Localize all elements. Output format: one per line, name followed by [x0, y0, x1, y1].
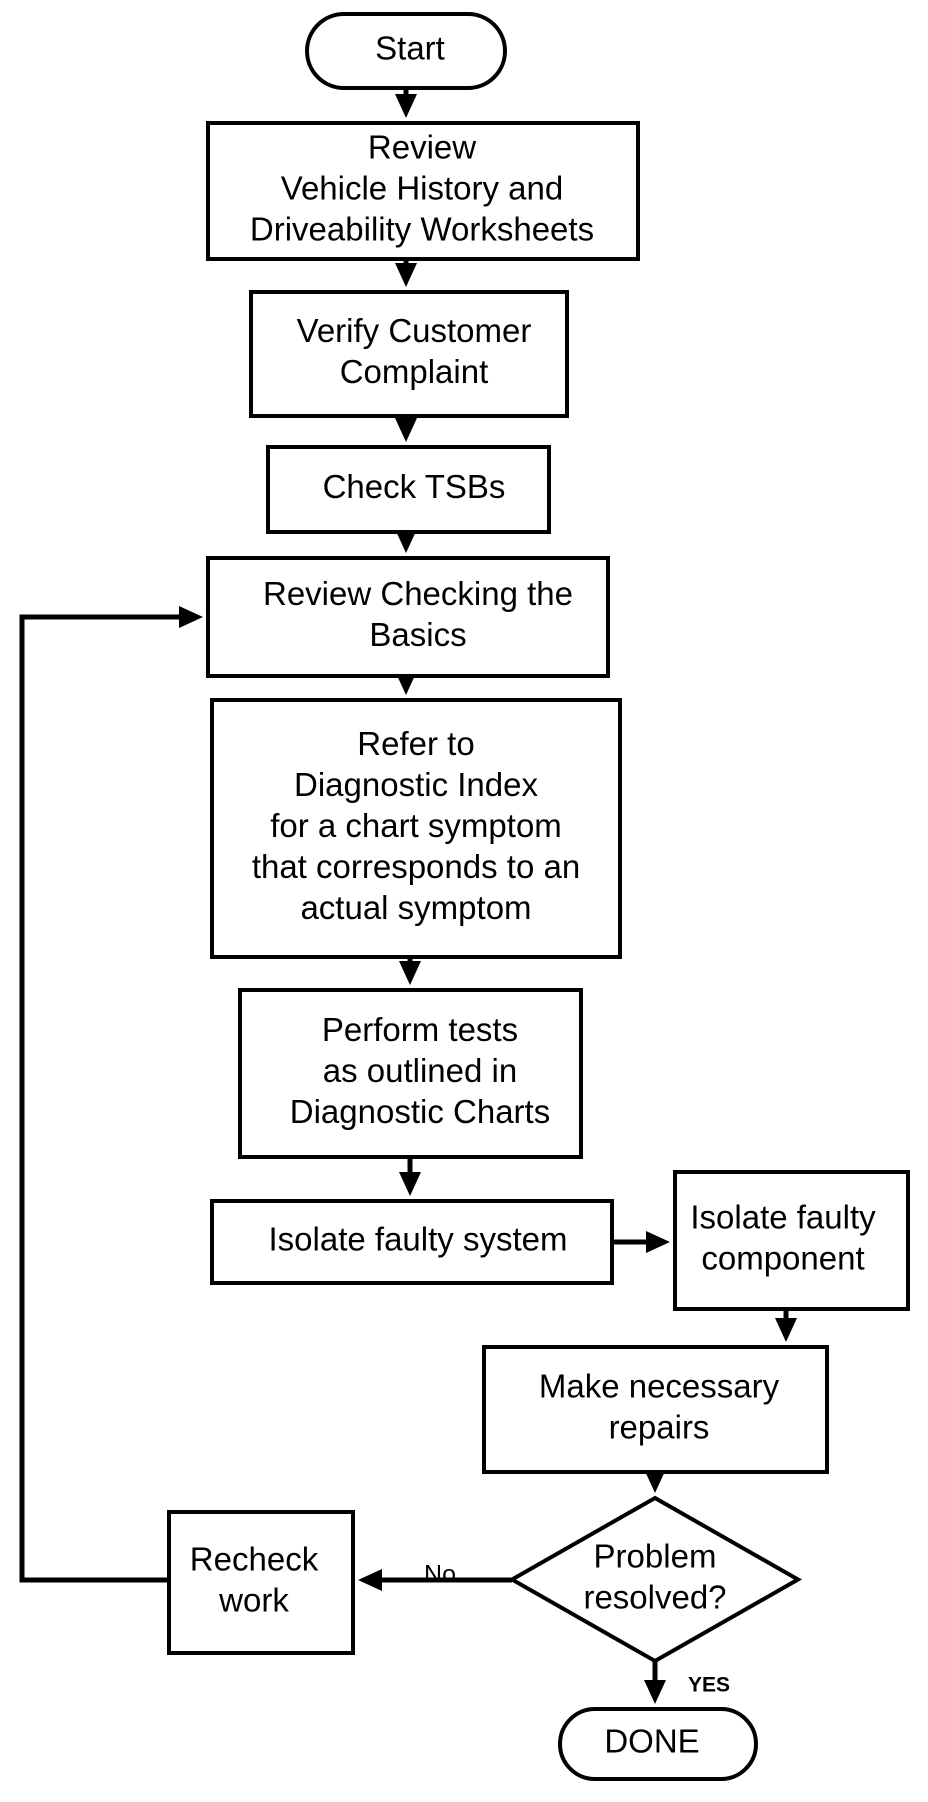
connector-line	[19, 614, 181, 1583]
node-label-line: work	[218, 1582, 289, 1619]
node-label-line: Diagnostic Index	[294, 766, 538, 803]
terminal-shape	[558, 1707, 758, 1781]
node-label-line: component	[701, 1240, 864, 1277]
node-check-tsbs: Check TSBs	[266, 445, 551, 534]
node-done: DONE	[558, 1707, 758, 1781]
connector-problem-resolved-to-done	[644, 1661, 666, 1704]
process-box	[266, 445, 551, 534]
node-label-line: Review Checking the	[263, 575, 573, 612]
process-box	[206, 121, 640, 261]
arrowhead	[775, 1318, 797, 1342]
connector-verify-complaint-to-check-tsbs	[395, 416, 417, 442]
node-label-line: Make necessary	[539, 1368, 780, 1405]
node-diagnostic-index: Refer to Diagnostic Index for a chart symp…	[210, 698, 622, 959]
arrowhead	[358, 1569, 382, 1591]
decision-diamond	[507, 1495, 803, 1664]
node-label-line: Verify Customer	[297, 312, 532, 349]
arrowhead	[395, 263, 417, 287]
node-label-line: Diagnostic Charts	[290, 1093, 550, 1130]
node-label-line: Refer to	[357, 725, 474, 762]
node-label-line: actual symptom	[300, 889, 531, 926]
node-label-line: that corresponds to an	[252, 848, 580, 885]
process-box	[673, 1170, 910, 1311]
node-label-line: Recheck	[190, 1541, 319, 1578]
arrowhead	[644, 1469, 666, 1493]
node-isolate-component: Isolate faulty component	[673, 1170, 910, 1311]
node-label-line: for a chart symptom	[270, 807, 562, 844]
node-label-line: Start	[375, 30, 445, 67]
node-label-line: Complaint	[340, 353, 489, 390]
edge-label-no: No	[424, 1561, 456, 1589]
arrowhead	[395, 529, 417, 553]
connector-diagnostic-index-to-perform-tests	[399, 957, 421, 985]
arrowhead	[179, 606, 203, 628]
node-label-line: Driveability Worksheets	[250, 211, 594, 248]
node-label-line: as outlined in	[323, 1052, 517, 1089]
connector-review-history-to-verify-complaint	[395, 259, 417, 287]
node-label-line: Vehicle History and	[281, 170, 563, 207]
node-label-line: Isolate faulty system	[269, 1221, 568, 1258]
connector-problem-resolved-to-recheck-work	[358, 1569, 512, 1591]
process-box	[249, 290, 569, 418]
node-recheck-work: Recheck work	[167, 1510, 355, 1655]
arrowhead	[644, 1680, 666, 1704]
process-box	[167, 1510, 355, 1655]
arrowhead	[395, 94, 417, 118]
arrowhead	[646, 1231, 670, 1253]
node-problem-resolved: Problem resolved?	[507, 1495, 803, 1664]
connector-isolate-system-to-isolate-component	[612, 1231, 670, 1253]
connector-perform-tests-to-isolate-system	[399, 1157, 421, 1196]
node-label-line: Problem	[594, 1538, 717, 1575]
connector-start-to-review-history	[395, 88, 417, 118]
node-label-line: Perform tests	[322, 1011, 518, 1048]
node-make-repairs: Make necessary repairs	[482, 1345, 829, 1474]
node-label-line: Review	[368, 129, 476, 166]
process-box	[238, 988, 583, 1159]
process-box	[210, 1199, 614, 1285]
connector-recheck-work-to-review-basics	[19, 606, 203, 1583]
node-perform-tests: Perform tests as outlined in Diagnostic Ch…	[238, 988, 583, 1159]
node-label-line: repairs	[609, 1409, 710, 1446]
node-start: Start	[305, 12, 507, 90]
edge-label-yes: YES	[688, 1674, 730, 1697]
process-box	[210, 698, 622, 959]
connector-isolate-component-to-make-repairs	[775, 1309, 797, 1342]
node-label-line: Basics	[369, 616, 466, 653]
arrowhead	[399, 961, 421, 985]
process-box	[482, 1345, 829, 1474]
process-box	[206, 556, 610, 678]
node-label-line: Check TSBs	[323, 468, 506, 505]
terminal-shape	[305, 12, 507, 90]
node-label-line: resolved?	[583, 1579, 726, 1616]
arrowhead	[395, 418, 417, 442]
node-label-line: DONE	[604, 1723, 699, 1760]
arrowhead	[399, 1172, 421, 1196]
node-label-line: Isolate faulty	[690, 1199, 876, 1236]
connectors	[19, 88, 797, 1704]
node-isolate-system: Isolate faulty system	[210, 1199, 614, 1285]
